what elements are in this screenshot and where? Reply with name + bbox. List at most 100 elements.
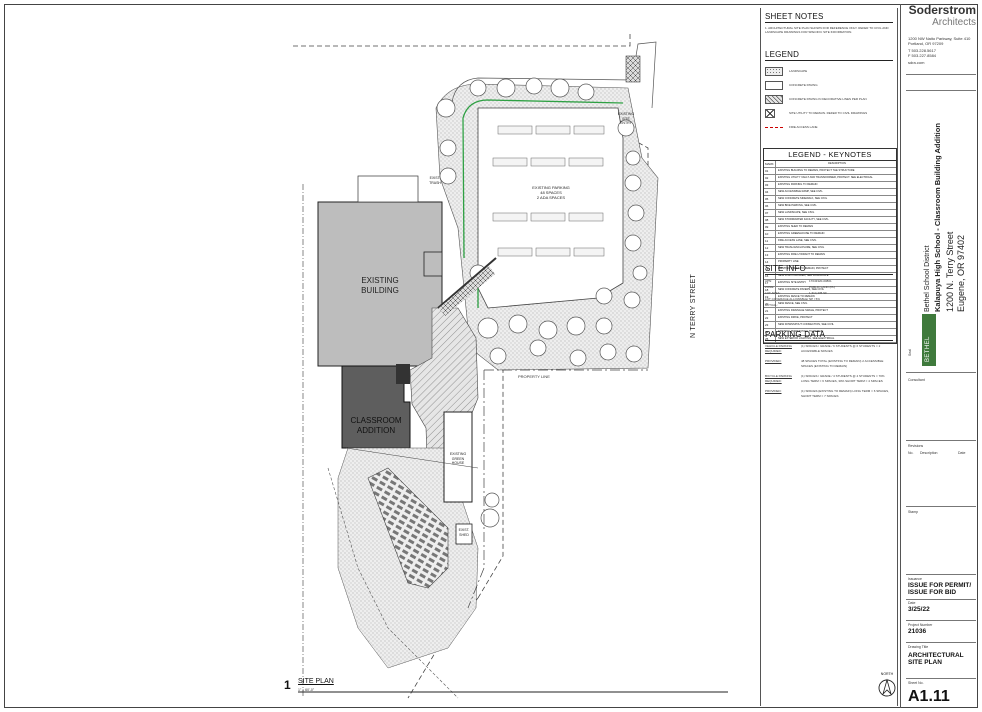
- revisions-col-description: Description: [920, 451, 938, 455]
- plan-title: SITE PLAN: [298, 678, 334, 685]
- keynote-description: NEW LANDSCAPE, SEE CIVIL: [778, 211, 815, 214]
- title-block: Soderstrom Architects 1200 NW Naito Park…: [900, 0, 980, 712]
- keynote-mark: 14: [764, 259, 776, 265]
- greenhouse-label-line-1: EXISTING: [449, 452, 467, 456]
- keynote-description: NEW CONCRETE SIDEWALK, SEE CIVIL: [778, 197, 828, 200]
- legend-item-landscape: LANDSCAPE: [765, 64, 893, 78]
- sheet-notes-heading: SHEET NOTES: [765, 12, 893, 23]
- keynote-mark: 23: [764, 322, 776, 328]
- parking-key: BICYCLE PARKING REQUIRED:: [765, 374, 792, 383]
- entry-hatch: [625, 55, 641, 83]
- site-plan-drawing: EXISTING BUILDING CLASSROOM ADDITION EXI…: [8, 8, 758, 706]
- parking-data-rows: VEHICLE PARKING REQUIRED:(1) SPACES / GR…: [765, 344, 893, 398]
- plan-scale: 1" = 60'-0": [298, 688, 315, 692]
- keynote-description: EXISTING SHED TO REMAIN: [778, 225, 814, 228]
- site-info-key: APN:: [765, 279, 773, 283]
- keynote-description: NEW FENCE, SEE CIVIL: [778, 302, 808, 305]
- consultant-label: Consultant: [908, 378, 925, 382]
- entry-label-line-3: ENTRY: [620, 121, 632, 125]
- parking-value: (1) SPACES (EXISTING TO REMAIN) LONG TER…: [801, 389, 889, 398]
- legend-item-decorative-paving: CONCRETE PAVING IN DECORATIVE LINES PER …: [765, 92, 893, 106]
- keynote-description: EXISTING POWER POLE TO REMAIN: [778, 330, 824, 333]
- existing-shed: [455, 523, 473, 545]
- keynote-description: EXISTING DRAINAGE SWALE, PROTECT: [778, 309, 828, 312]
- keynote-description: NEW PLANTING AREA, SEE LANDSCAPE: [778, 274, 829, 277]
- classroom-addition-label: CLASSROOM ADDITION: [344, 416, 408, 436]
- keynote-mark: 03: [764, 182, 776, 188]
- firm-subtitle: Architects: [932, 17, 976, 28]
- keynote-description: EXISTING UTILITY VAULT AND TRANSFORMER, …: [778, 176, 873, 179]
- drawing-title-label: Drawing Title: [908, 645, 929, 649]
- existing-building-label-line-1: EXISTING: [361, 276, 399, 285]
- site-info-value: 17043320-00801: [809, 279, 832, 283]
- existing-greenhouse: [443, 411, 473, 503]
- drawing-sheet-border: [4, 4, 978, 708]
- sheet-note-1: 1. ARCHITECTURAL SITE PLAN SHOWN FOR REF…: [765, 26, 889, 34]
- legend-label-concrete: CONCRETE PAVING: [789, 83, 818, 87]
- property-line-south: [467, 370, 485, 609]
- keynote-description: EXISTING TREES TO REMAIN, PROTECT: [778, 267, 829, 270]
- issuance-label: Issuance: [908, 577, 923, 581]
- firm-name-text: Soderstrom: [908, 3, 976, 17]
- site-info-row: ZONE:PUBLIC LAND (PL): [765, 284, 893, 290]
- parking-data-row: BICYCLE PARKING REQUIRED:(1) SPACES / GR…: [765, 374, 893, 383]
- keynote-mark: 22: [764, 315, 776, 321]
- accessible-ramp: [438, 266, 496, 316]
- keynote-mark: 02: [764, 175, 776, 181]
- seal-label: Seal: [908, 348, 912, 356]
- trash-label-line-1: EXIST.: [429, 176, 441, 180]
- revisions-col-date: Date: [958, 451, 966, 455]
- legend-label-decorative: CONCRETE PAVING IN DECORATIVE LINES PER …: [789, 97, 867, 101]
- keynote-mark: 06: [764, 203, 776, 209]
- revisions-col-no: No.: [908, 451, 914, 455]
- keynote-description: NEW CONCRETE PAVERS, SEE CIVIL: [778, 288, 825, 291]
- notes-column: SHEET NOTES 1. ARCHITECTURAL SITE PLAN S…: [760, 8, 898, 706]
- parking-data-row: PROVIDED:(1) SPACES (EXISTING TO REMAIN)…: [765, 389, 893, 398]
- bethel-logo: BETHEL: [922, 314, 936, 366]
- keynote-description: EXISTING PARKING TO REMAIN: [778, 183, 818, 186]
- existing-building-label-line-2: BUILDING: [361, 286, 399, 295]
- classroom-label-line-2: ADDITION: [356, 426, 396, 435]
- keynote-description: EXISTING DRIVE, PROTECT: [778, 316, 813, 319]
- keynote-description: EXISTING GREENHOUSE TO REMAIN: [778, 232, 825, 235]
- parking-label-line-2: 48 SPACES: [540, 190, 562, 195]
- legend-label-landscape: LANDSCAPE: [789, 69, 808, 73]
- site-info-value: NP / 5%: [809, 297, 820, 301]
- keynote-mark: 05: [764, 196, 776, 202]
- parking-key: VEHICLE PARKING REQUIRED:: [765, 344, 792, 353]
- site-info-row: LOT AREA:1,314,435 SF: [765, 290, 893, 296]
- keynote-description: PROPERTY LINE: [778, 260, 799, 263]
- keynote-mark: 12: [764, 245, 776, 251]
- keynote-mark: 07: [764, 210, 776, 216]
- fire-access-lane: [462, 99, 624, 259]
- keynote-mark: 08: [764, 217, 776, 223]
- site-info-key: ZONE:: [765, 285, 775, 289]
- parking-key: PROVIDED:: [765, 359, 782, 363]
- project-street: 1200 N. Terry Street: [945, 231, 955, 312]
- keynote-mark: 25: [764, 336, 776, 342]
- firm-address-line-2: Portland, OR 97209: [908, 41, 944, 46]
- property-line-label: PROPERTY LINE: [518, 374, 550, 379]
- keynote-description: NEW STORMWATER FACILITY, SEE CIVIL: [778, 218, 829, 221]
- firm-address-line-1: 1200 NW Naito Parkway, Suite 410: [908, 36, 971, 41]
